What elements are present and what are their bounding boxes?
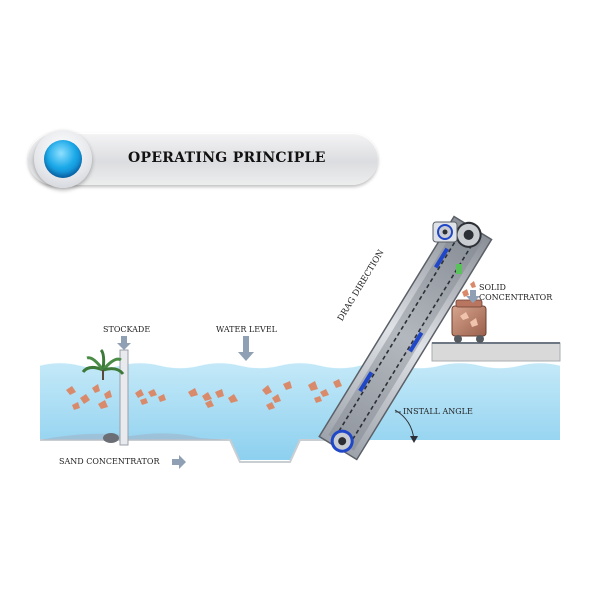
solid-concentrator-label-line2: CONCENTRATOR <box>479 293 553 302</box>
rock <box>103 433 119 443</box>
debris-cluster-2 <box>135 389 166 405</box>
sand-concentrator-arrow-icon <box>172 455 186 469</box>
inclined-conveyor <box>318 215 493 461</box>
solid-concentrator-label-line1: SOLID <box>479 283 506 292</box>
debris-cluster-5 <box>308 379 342 403</box>
banner-dot-icon <box>44 140 82 178</box>
green-sensor <box>456 264 462 274</box>
install-angle-label: INSTALL ANGLE <box>403 407 473 416</box>
debris-cluster-4 <box>262 381 292 410</box>
debris-cluster-3 <box>188 388 238 408</box>
water-level-arrow-icon <box>238 336 254 361</box>
solid-concentrator-arrow-icon <box>466 290 480 303</box>
concrete-platform <box>431 342 561 362</box>
stockade-arrow-icon <box>117 336 131 350</box>
stockade-label: STOCKADE <box>103 325 151 334</box>
water-level-label: WATER LEVEL <box>216 325 277 334</box>
sand-deposit <box>40 433 230 440</box>
install-angle-arrow-icon <box>410 436 418 443</box>
floating-plant <box>81 348 125 380</box>
debris-cluster-1 <box>66 384 112 410</box>
sand-concentrator-label: SAND CONCENTRATOR <box>59 457 160 466</box>
stockade-post <box>119 349 129 446</box>
drive-motor <box>432 221 458 243</box>
solid-concentrator-bin <box>451 299 487 343</box>
water-body <box>40 362 560 460</box>
page-title: OPERATING PRINCIPLE <box>128 150 326 166</box>
